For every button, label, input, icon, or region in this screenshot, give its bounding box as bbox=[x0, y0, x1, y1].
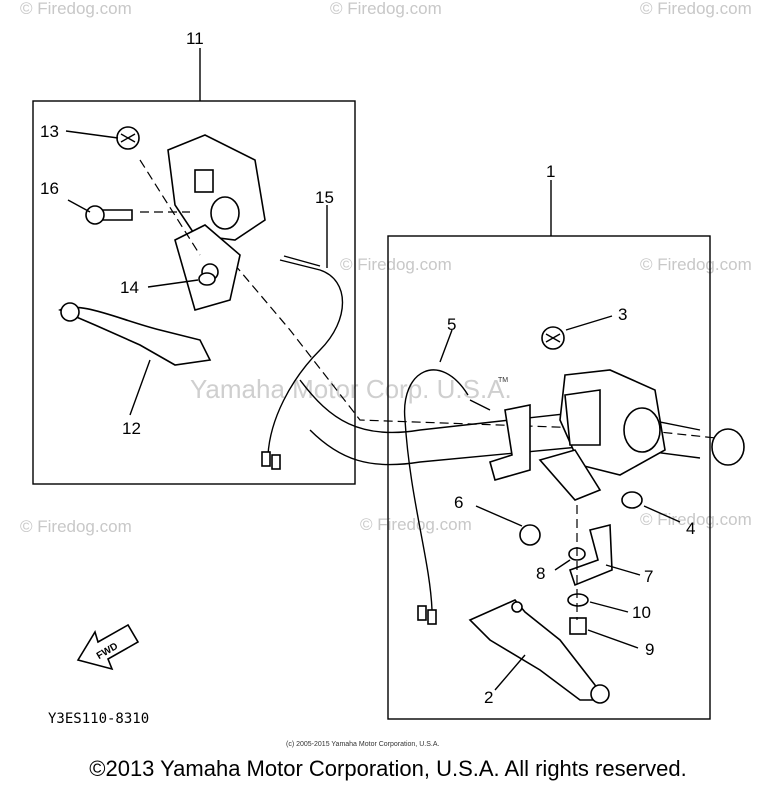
lever-ball-end bbox=[590, 684, 610, 704]
part-number-12: 12 bbox=[122, 419, 141, 438]
copyright-notice: ©2013 Yamaha Motor Corporation, U.S.A. A… bbox=[89, 756, 687, 781]
right-switch-housing bbox=[538, 369, 666, 501]
leader-13 bbox=[65, 130, 119, 139]
clutch-lever bbox=[58, 306, 212, 366]
left-switch-housing bbox=[167, 134, 266, 311]
watermark-firedog: © Firedog.com bbox=[640, 0, 752, 18]
part-number-15: 15 bbox=[315, 188, 334, 207]
handlebar-outline-bottom bbox=[309, 429, 701, 466]
leader-16 bbox=[67, 199, 91, 213]
left-switch-assembly-box bbox=[32, 100, 356, 485]
part-number-6: 6 bbox=[454, 493, 463, 512]
nut-14 bbox=[198, 272, 216, 286]
small-copyright: (c) 2005-2015 Yamaha Motor Corporation, … bbox=[286, 741, 439, 748]
handlebar-end bbox=[711, 428, 745, 466]
bracket bbox=[489, 404, 531, 481]
handlebar-outline-top bbox=[299, 379, 701, 434]
forward-direction-arrow: FWD bbox=[76, 623, 140, 671]
part-number-5: 5 bbox=[447, 315, 456, 334]
group-label-1: 1 bbox=[546, 162, 555, 181]
watermark-firedog: © Firedog.com bbox=[360, 515, 472, 534]
trademark-mark: TM bbox=[498, 377, 508, 384]
part-number-14: 14 bbox=[120, 278, 139, 297]
watermark-firedog: © Firedog.com bbox=[20, 517, 132, 536]
part-number-10: 10 bbox=[632, 603, 651, 622]
part-number-8: 8 bbox=[536, 564, 545, 583]
handlebar-centerline bbox=[179, 199, 736, 441]
leader-14 bbox=[147, 279, 199, 288]
right-switch-assembly-box bbox=[387, 235, 711, 720]
watermark-yamaha: Yamaha Motor Corp. U.S.A. bbox=[190, 374, 512, 404]
nut-4 bbox=[621, 491, 643, 509]
leader-12 bbox=[129, 359, 151, 416]
washer-10 bbox=[567, 593, 589, 607]
screw-6 bbox=[519, 524, 541, 546]
part-number-7: 7 bbox=[644, 567, 653, 586]
bolt-9 bbox=[569, 617, 587, 635]
part-number-4: 4 bbox=[686, 519, 695, 538]
watermark-firedog: © Firedog.com bbox=[330, 0, 442, 18]
lever-ball-end bbox=[60, 302, 80, 322]
watermark-firedog: © Firedog.com bbox=[340, 255, 452, 274]
part-number-2: 2 bbox=[484, 688, 493, 707]
watermark-firedog: © Firedog.com bbox=[640, 255, 752, 274]
switch-wire-15 bbox=[267, 259, 344, 456]
part-number-16: 16 bbox=[40, 179, 59, 198]
watermark-firedog: © Firedog.com bbox=[20, 0, 132, 18]
lever-holder-7 bbox=[568, 523, 613, 587]
part-number-9: 9 bbox=[645, 640, 654, 659]
watermark-firedog: © Firedog.com bbox=[640, 510, 752, 529]
brake-lever-2 bbox=[468, 599, 602, 701]
part-number-3: 3 bbox=[618, 305, 627, 324]
leader-5 bbox=[439, 329, 453, 363]
switch-wire-5 bbox=[403, 369, 491, 611]
drawing-code: Y3ES110-8310 bbox=[48, 711, 149, 727]
part-number-13: 13 bbox=[40, 122, 59, 141]
group-label-11: 11 bbox=[186, 29, 204, 48]
